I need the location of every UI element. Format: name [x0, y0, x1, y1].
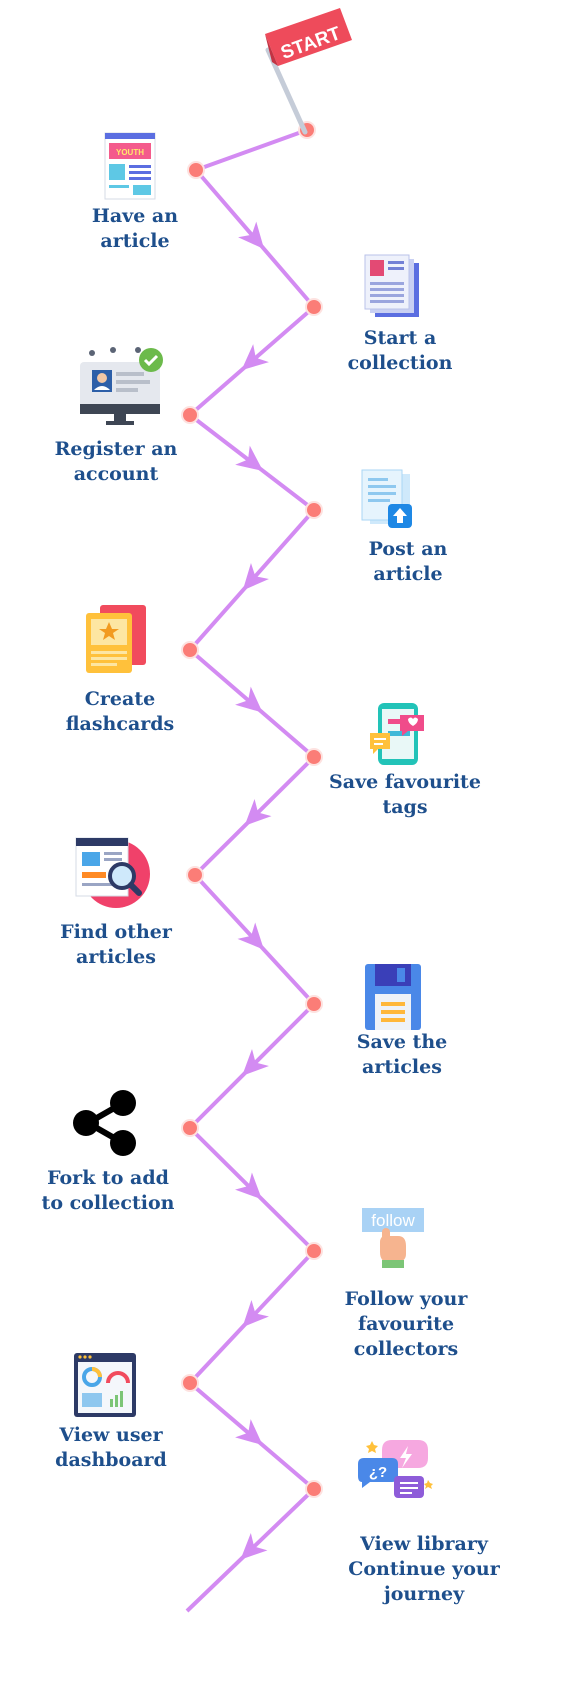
- step-label-follow-collectors: Follow your favourite collectors: [344, 1288, 468, 1360]
- step-label-register-an-account: Register an account: [54, 438, 178, 485]
- step-label-save-favourite-tags: Save favourite tags: [329, 771, 481, 818]
- svg-text:YOUTH: YOUTH: [116, 148, 144, 157]
- path-arrow: [241, 344, 269, 371]
- path-arrow: [244, 799, 272, 826]
- path-node: [181, 641, 199, 659]
- upload-document-icon: [361, 469, 412, 528]
- path-arrow: [242, 1300, 269, 1328]
- path-node: [305, 1242, 323, 1260]
- step-label-fork-to-add: Fork to add to collection: [41, 1167, 175, 1214]
- follow-button-text: follow: [371, 1211, 415, 1230]
- path-arrow: [240, 1533, 268, 1560]
- flashcards-icon: [86, 605, 146, 673]
- chat-bubbles-icon: ¿?: [358, 1440, 433, 1498]
- follow-icon: follow: [362, 1208, 424, 1268]
- step-label-start-a-collection: Start a collection: [347, 327, 453, 374]
- path-node: [181, 1119, 199, 1137]
- dashboard-icon: [74, 1353, 136, 1417]
- step-label-create-flashcards: Create flashcards: [65, 688, 175, 735]
- documents-icon: [364, 254, 419, 317]
- step-label-post-an-article: Post an article: [368, 538, 448, 585]
- path-node: [305, 995, 323, 1013]
- path-arrows: [235, 221, 272, 1560]
- path-arrow: [238, 221, 265, 250]
- path-arrow: [242, 1049, 269, 1076]
- step-label-view-dashboard: View user dashboard: [55, 1424, 167, 1471]
- path-node: [181, 1374, 199, 1392]
- path-arrow: [235, 1172, 262, 1200]
- path-node: [187, 161, 205, 179]
- path-nodes: [181, 121, 323, 1498]
- path-node: [305, 748, 323, 766]
- path-node: [305, 501, 323, 519]
- start-flag-icon: START: [265, 8, 352, 135]
- step-label-save-the-articles: Save the articles: [356, 1031, 448, 1078]
- step-label-view-library: View library Continue your journey: [348, 1533, 500, 1605]
- path-arrow: [235, 445, 264, 472]
- step-label-have-an-article: Have an article: [91, 205, 179, 252]
- path-node: [305, 1480, 323, 1498]
- path-node: [305, 298, 323, 316]
- floppy-disk-icon: [365, 964, 421, 1030]
- path-arrow: [235, 686, 263, 713]
- path-node: [186, 866, 204, 884]
- phone-chat-icon: [370, 703, 424, 765]
- svg-text:¿?: ¿?: [369, 1464, 387, 1481]
- step-label-find-other-articles: Find other articles: [60, 921, 172, 968]
- monitor-profile-icon: [80, 347, 163, 425]
- path-arrow: [235, 1419, 263, 1446]
- share-icon: [73, 1090, 136, 1156]
- youth-article-icon: YOUTH: [104, 132, 156, 200]
- path-arrow: [237, 922, 264, 950]
- path-arrow: [242, 563, 269, 591]
- search-page-icon: [75, 837, 150, 908]
- path-node: [181, 406, 199, 424]
